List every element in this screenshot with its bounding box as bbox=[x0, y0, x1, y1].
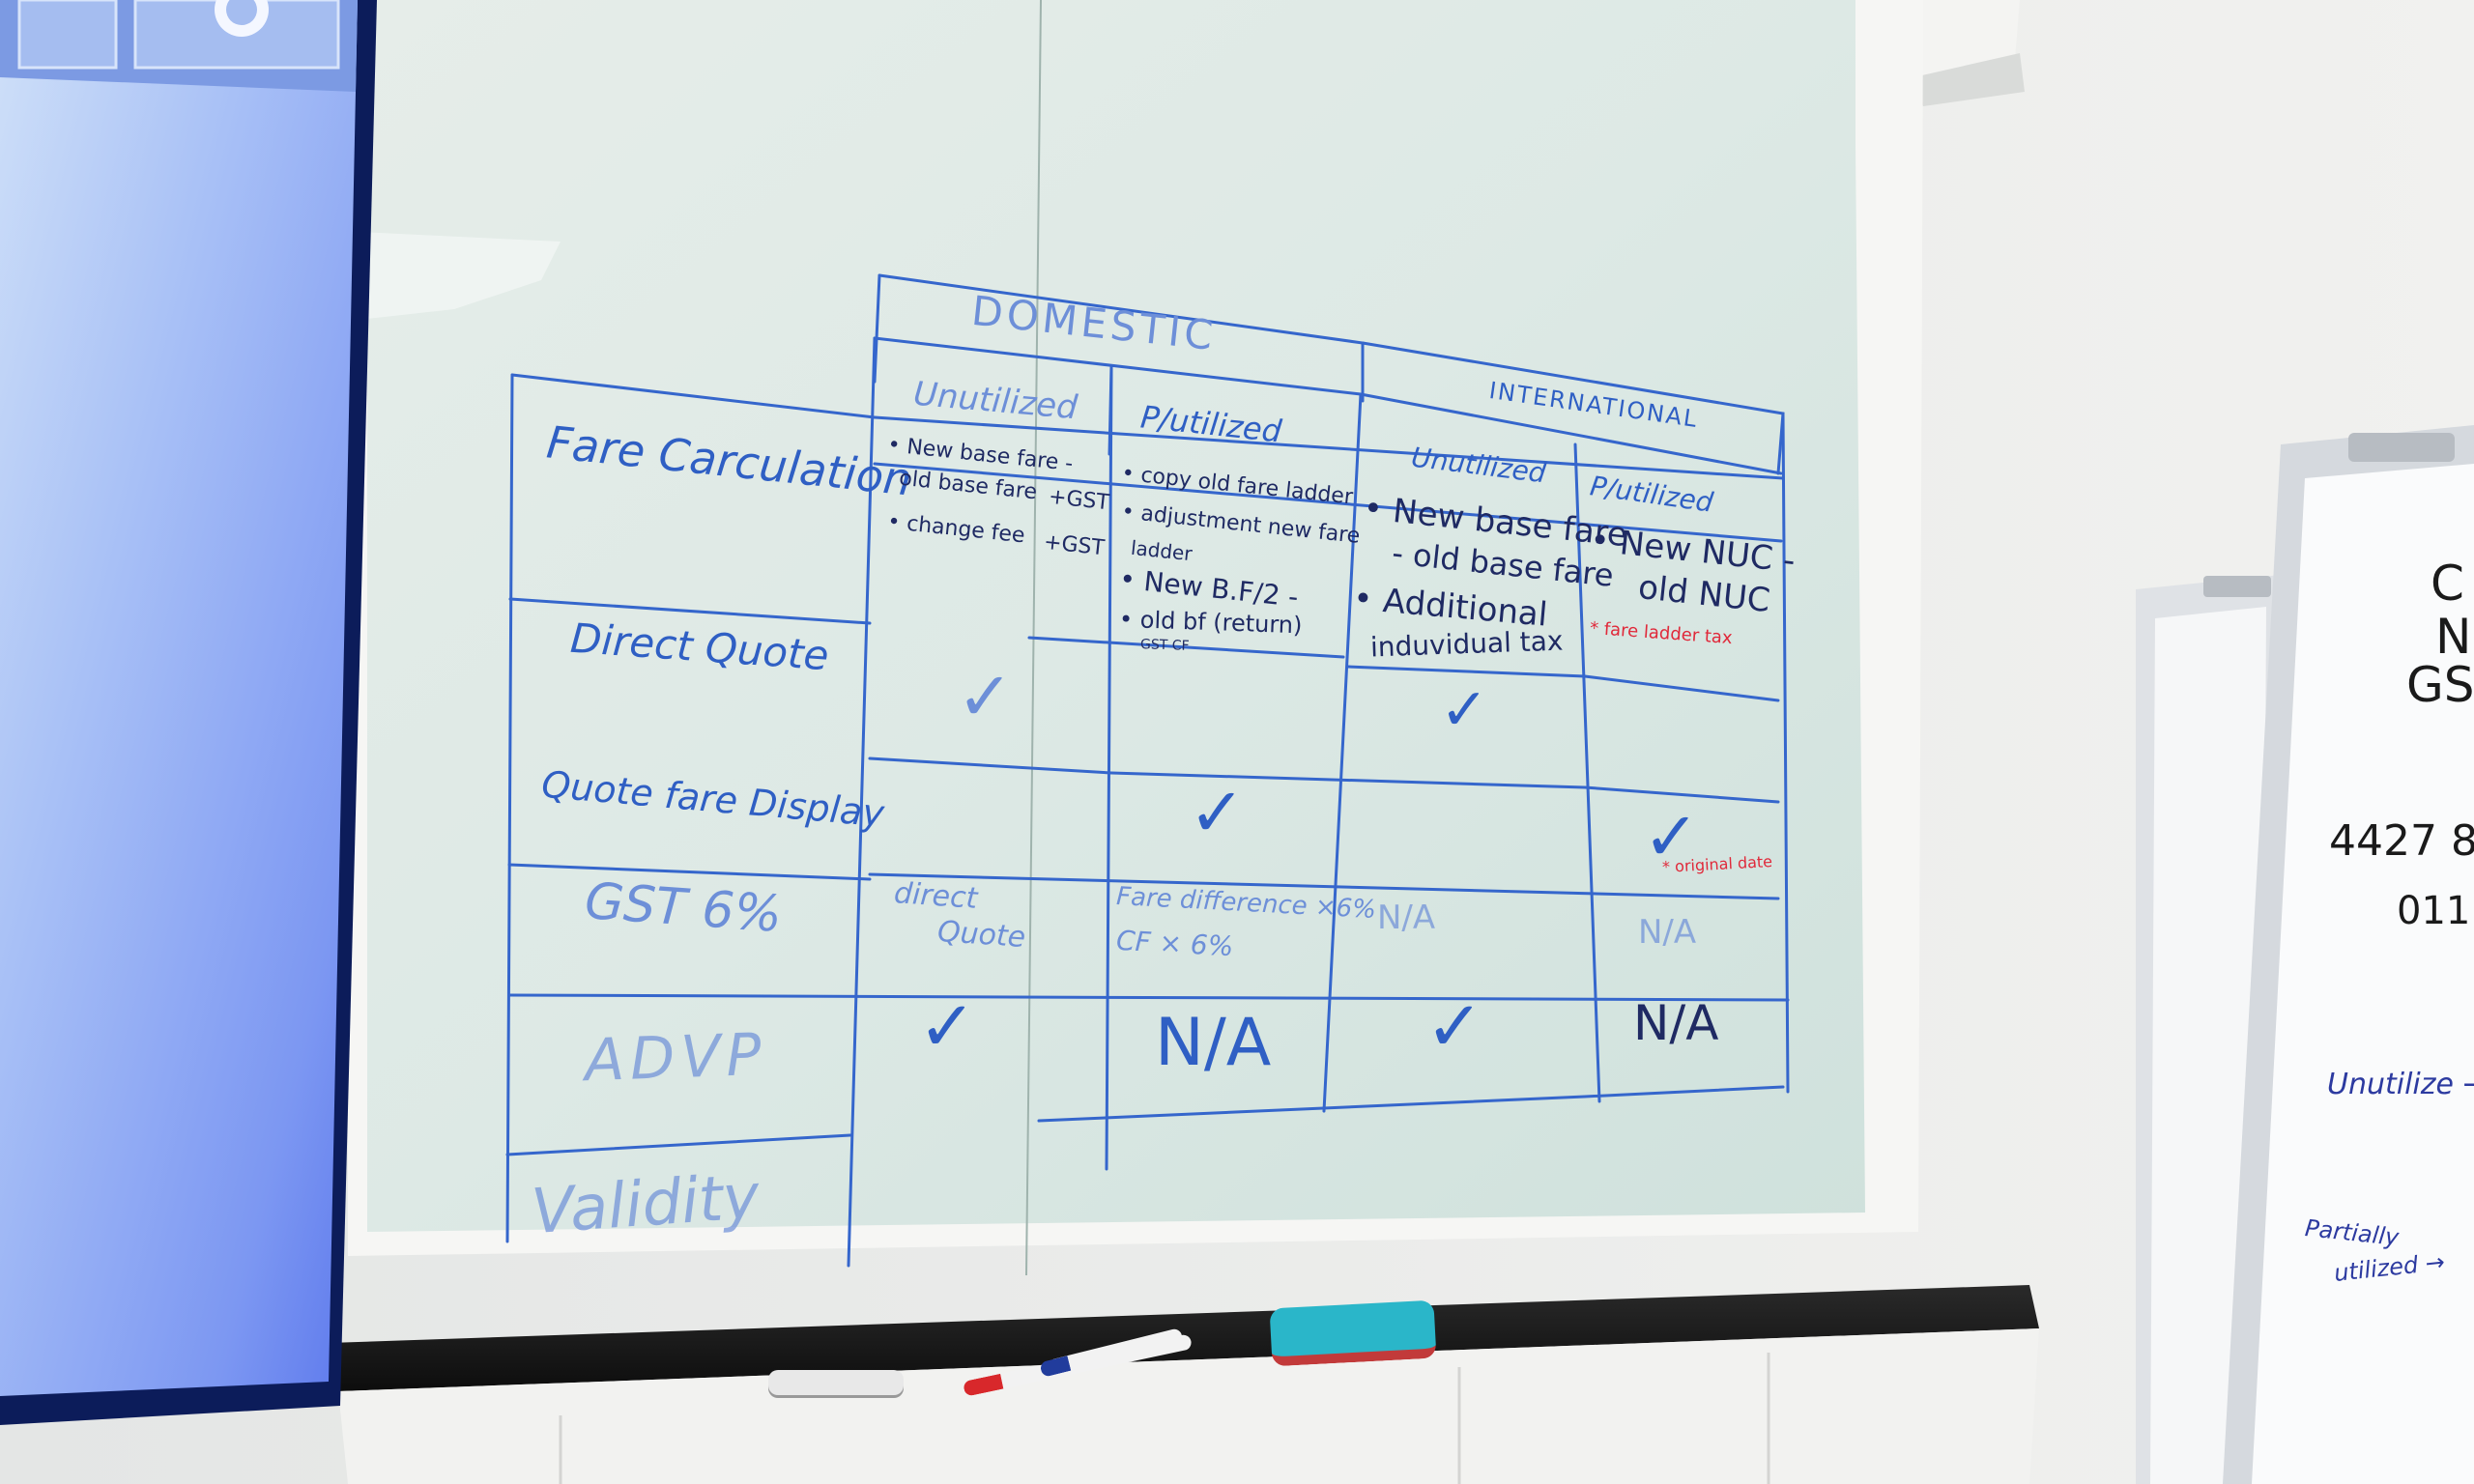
right-board-line-3: GS bbox=[2406, 657, 2474, 713]
cell-fc-intl-un-4: induvidual tax bbox=[1369, 624, 1564, 664]
right-board-line-4: 4427 8 bbox=[2329, 816, 2474, 866]
cell-advp-dom-p: N/A bbox=[1155, 1005, 1272, 1081]
check-qfd-intl-p: ✓ bbox=[1643, 797, 1700, 876]
cell-gst-intl-p: N/A bbox=[1638, 913, 1697, 952]
right-board-line-5: 011 bbox=[2397, 889, 2471, 933]
right-board-line-6: Unutilize → bbox=[2327, 1068, 2474, 1101]
cell-advp-intl-p: N/A bbox=[1633, 995, 1719, 1051]
check-dq-intl-un: ✓ bbox=[1440, 676, 1489, 744]
right-board-line-2: N bbox=[2435, 609, 2472, 665]
cell-gst-dom-un-1: direct bbox=[892, 876, 979, 916]
cell-gst-dom-p-2: CF × 6% bbox=[1115, 924, 1235, 963]
check-advp-intl-un: ✓ bbox=[1425, 985, 1484, 1067]
right-board-line-1: C bbox=[2431, 556, 2464, 612]
cell-fc-dom-p-6: GST CF bbox=[1139, 637, 1190, 654]
cell-gst-dom-un-2: Quote bbox=[935, 914, 1027, 956]
cell-gst-intl-un: N/A bbox=[1377, 899, 1436, 937]
check-dq-dom-un: ✓ bbox=[957, 657, 1014, 736]
check-qfd-dom-p: ✓ bbox=[1189, 773, 1246, 852]
check-advp-dom-un: ✓ bbox=[918, 985, 977, 1067]
remote-control[interactable] bbox=[768, 1370, 904, 1395]
row-label-advp: ADVP bbox=[583, 1020, 768, 1096]
eraser[interactable] bbox=[1269, 1299, 1437, 1367]
